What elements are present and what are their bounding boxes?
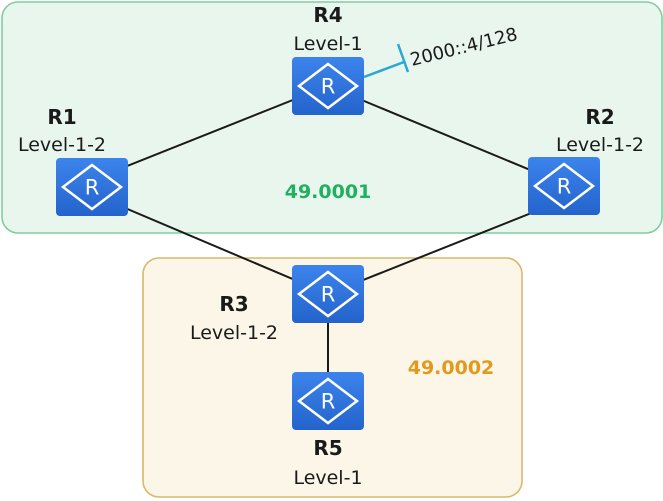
link-r1-r4 (91, 85, 329, 181)
router-r4-level: Level-1 (293, 33, 362, 55)
router-r4-name: R4 (313, 3, 342, 27)
router-r5-level: Level-1 (293, 467, 362, 489)
router-r2-level: Level-1-2 (556, 134, 644, 156)
area-49-0001-region (1, 1, 663, 234)
router-r3-icon[interactable] (290, 263, 366, 325)
router-r4-icon[interactable] (290, 55, 366, 117)
r4-interface-tick (396, 43, 410, 73)
router-r2-name: R2 (585, 105, 614, 129)
router-r3-name: R3 (219, 292, 248, 316)
router-r1-icon[interactable] (54, 156, 130, 218)
link-r1-r3 (91, 193, 329, 295)
router-r1-level: Level-1-2 (18, 134, 106, 156)
router-r3-level: Level-1-2 (190, 322, 278, 344)
area-49-0001-label: 49.0001 (285, 181, 372, 203)
router-r5-name: R5 (313, 436, 342, 460)
link-r2-r3 (327, 199, 565, 295)
area-49-0002-label: 49.0002 (408, 357, 495, 379)
router-r1-name: R1 (47, 105, 76, 129)
router-r2-icon[interactable] (526, 155, 602, 217)
router-r5-icon[interactable] (290, 370, 366, 432)
r4-interface-line (363, 60, 405, 79)
link-r4-r2 (327, 85, 565, 185)
